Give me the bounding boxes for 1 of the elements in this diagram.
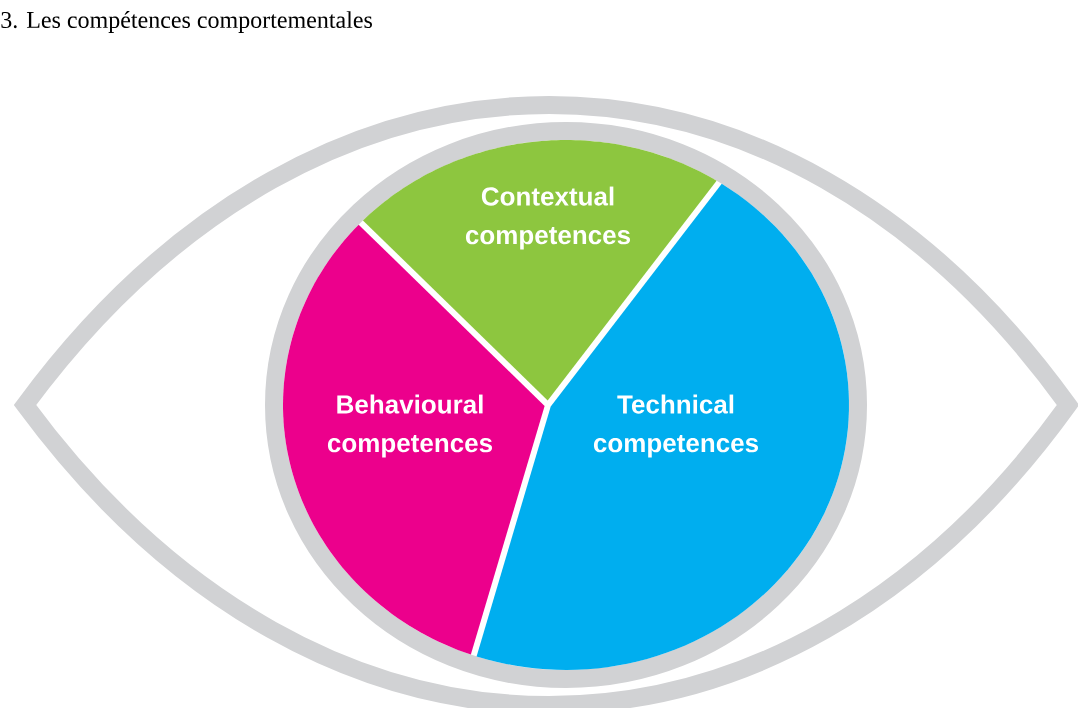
heading: 3. Les compétences comportementales	[1, 11, 372, 33]
